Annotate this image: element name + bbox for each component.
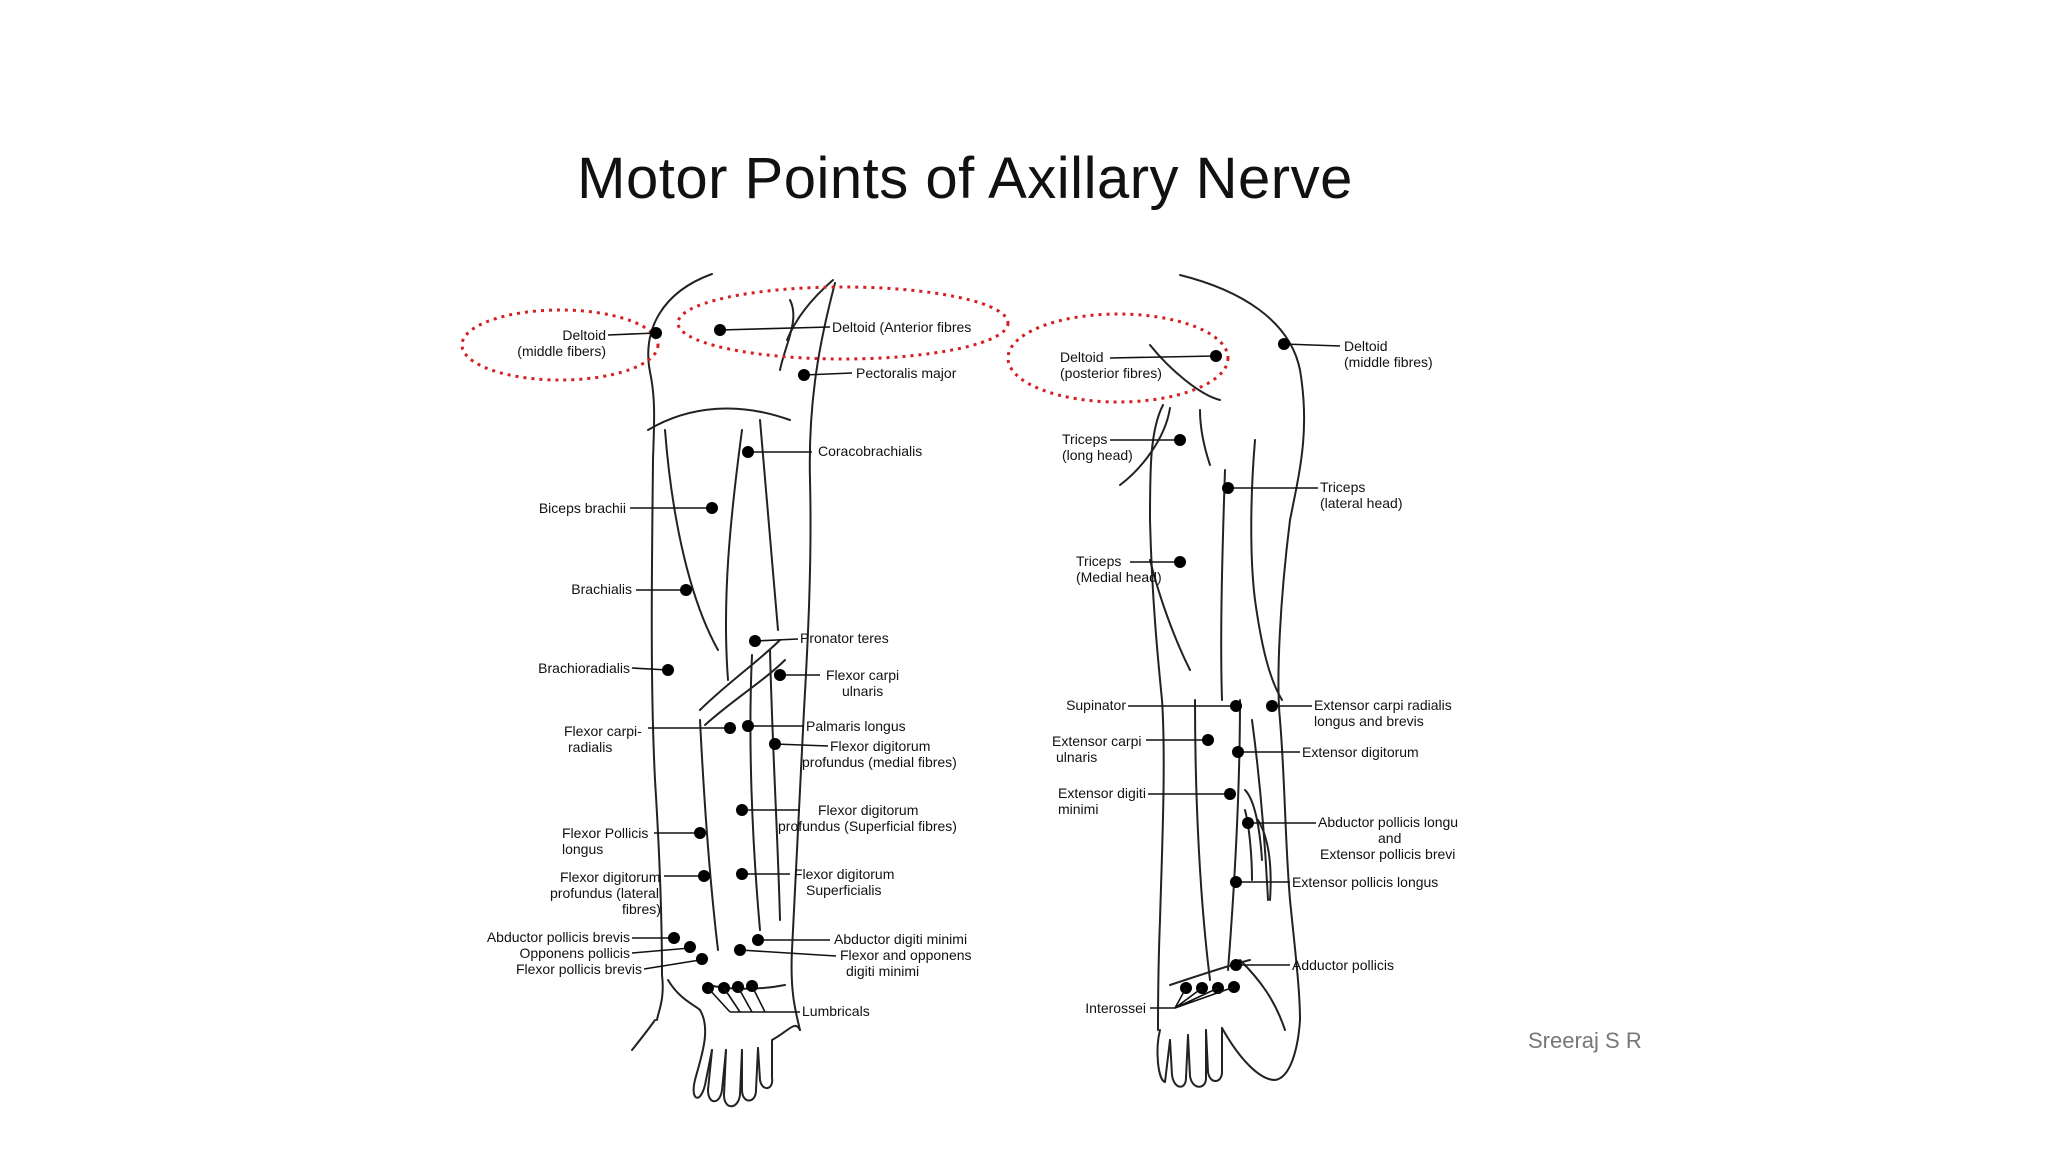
- motor-point-dot: [1222, 482, 1234, 494]
- motor-point-dot: [734, 944, 746, 956]
- motor-point-dot: [680, 584, 692, 596]
- label-lumbricals: Lumbricals: [802, 1003, 870, 1019]
- motor-point-dot: [706, 502, 718, 514]
- label-biceps-brachii: Biceps brachii: [539, 500, 626, 516]
- label-supinator: Supinator: [1066, 697, 1126, 713]
- motor-point-dot: [696, 953, 708, 965]
- motor-point-dot: [698, 870, 710, 882]
- motor-point-dot: [1232, 746, 1244, 758]
- motor-point-dot: [1230, 959, 1242, 971]
- motor-point-dot: [1210, 350, 1222, 362]
- highlight-ring-deltoid-middle: [460, 308, 660, 382]
- motor-point-dot: [742, 720, 754, 732]
- motor-point-dot: [1242, 817, 1254, 829]
- motor-point-dot: [684, 941, 696, 953]
- label-triceps-lateral-head: Triceps(lateral head): [1320, 479, 1403, 511]
- motor-point-dot: [736, 804, 748, 816]
- motor-point-dot: [650, 327, 662, 339]
- motor-point-dot: [1202, 734, 1214, 746]
- posterior-arm-outline: [1119, 274, 1306, 1088]
- motor-point-dot: [1266, 700, 1278, 712]
- anterior-arm-outline: [631, 273, 836, 1108]
- label-interossei: Interossei: [1085, 1000, 1146, 1016]
- motor-point-dot: [769, 738, 781, 750]
- motor-point-dot: [798, 369, 810, 381]
- label-extensor-digitorum: Extensor digitorum: [1302, 744, 1419, 760]
- label-palmaris-longus: Palmaris longus: [806, 718, 906, 734]
- label-pronator-teres: Pronator teres: [800, 630, 889, 646]
- motor-point-dot: [1174, 434, 1186, 446]
- highlight-ring-deltoid-anterior: [676, 285, 1010, 361]
- label-brachioradialis: Brachioradialis: [538, 660, 630, 676]
- motor-point-dot: [694, 827, 706, 839]
- highlight-ring-deltoid-posterior: [1006, 312, 1230, 404]
- motor-point-dot: [742, 446, 754, 458]
- motor-point-dot: [752, 934, 764, 946]
- label-deltoid-anterior: Deltoid (Anterior fibres: [832, 319, 971, 335]
- motor-point-dot: [668, 932, 680, 944]
- label-coracobrachialis: Coracobrachialis: [818, 443, 922, 459]
- label-flexor-carpi-radialis: Flexor carpi-radialis: [564, 723, 642, 755]
- anterior-motor-points: Deltoid(middle fibers) Deltoid (Anterior…: [487, 319, 972, 1019]
- label-triceps-long-head: Triceps(long head): [1062, 431, 1133, 463]
- label-deltoid-middle: Deltoid(middle fibers): [517, 327, 606, 359]
- motor-point-dot: [774, 669, 786, 681]
- slide-title: Motor Points of Axillary Nerve: [577, 146, 1353, 211]
- motor-point-dot: [1278, 338, 1290, 350]
- label-deltoid-middle-posterior: Deltoid(middle fibres): [1344, 338, 1433, 370]
- motor-point-dot: [714, 324, 726, 336]
- posterior-motor-points: Deltoid(posterior fibres) Deltoid(middle…: [1052, 338, 1458, 1016]
- label-triceps-medial-head: Triceps(Medial head): [1076, 553, 1162, 585]
- motor-point-dot: [724, 722, 736, 734]
- label-abductor-digiti-minimi: Abductor digiti minimi: [834, 931, 967, 947]
- label-pectoralis-major: Pectoralis major: [856, 365, 957, 381]
- label-deltoid-posterior: Deltoid(posterior fibres): [1060, 349, 1162, 381]
- label-adductor-pollicis: Adductor pollicis: [1292, 957, 1394, 973]
- author-credit: Sreeraj S R: [1528, 1028, 1642, 1053]
- motor-point-dot: [1174, 556, 1186, 568]
- motor-point-dot: [1230, 700, 1242, 712]
- motor-point-dot: [749, 635, 761, 647]
- label-brachialis: Brachialis: [571, 581, 632, 597]
- label-extensor-pollicis-longus: Extensor pollicis longus: [1292, 874, 1438, 890]
- motor-point-dot: [662, 664, 674, 676]
- motor-point-dot: [736, 868, 748, 880]
- motor-point-dot: [1230, 876, 1242, 888]
- motor-point-dot: [1224, 788, 1236, 800]
